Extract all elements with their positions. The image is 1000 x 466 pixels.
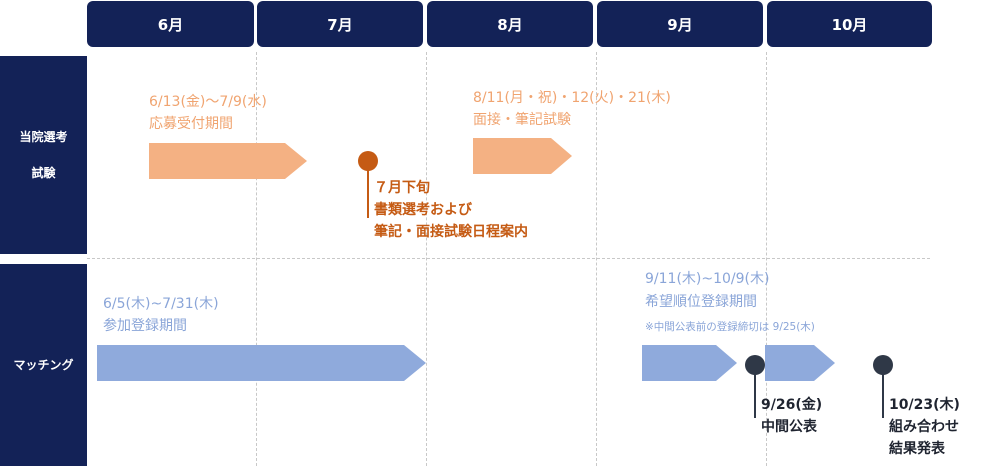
ranking-label: 希望順位登録期間	[645, 294, 757, 310]
notice-line-2: 書類選考および	[374, 202, 472, 218]
interim-pin-icon	[745, 355, 765, 375]
result-pin-icon	[873, 355, 893, 375]
notice-pin-icon	[358, 151, 378, 171]
notice-pin-stem	[367, 170, 369, 218]
result-label-2: 結果発表	[889, 441, 945, 457]
grid-line-october	[766, 52, 767, 466]
exam-period-arrow	[473, 138, 572, 174]
interim-label: 中間公表	[761, 419, 817, 435]
row-label-exam: 当院選考 試験	[0, 56, 87, 254]
grid-line-august	[426, 52, 427, 466]
application-period-label: 応募受付期間	[149, 116, 233, 132]
row-label-exam-line2: 試験	[31, 166, 56, 180]
ranking-note: ※中間公表前の登録締切は 9/25(木)	[645, 321, 815, 333]
exam-dates: 8/11(月・祝)・12(火)・21(木)	[473, 90, 671, 106]
interim-pin-stem	[754, 374, 756, 418]
grid-line-september	[596, 52, 597, 466]
ranking-period-arrow-1	[642, 345, 737, 381]
application-period-arrow	[149, 143, 307, 179]
notice-line-3: 筆記・面接試験日程案内	[374, 224, 528, 240]
month-header-july: 7月	[257, 1, 423, 47]
result-label-1: 組み合わせ	[889, 419, 959, 435]
row-label-exam-line1: 当院選考	[19, 130, 68, 144]
notice-line-1: ７月下旬	[374, 180, 430, 196]
participation-label: 参加登録期間	[103, 318, 187, 334]
ranking-period-arrow-2	[765, 345, 835, 381]
month-header-august: 8月	[427, 1, 593, 47]
month-header-june: 6月	[87, 1, 254, 47]
application-period-dates: 6/13(金)～7/9(水)	[149, 94, 267, 110]
ranking-dates: 9/11(木)~10/9(木)	[645, 271, 770, 287]
exam-label: 面接・筆記試験	[473, 112, 571, 128]
result-pin-stem	[882, 374, 884, 418]
participation-period-arrow	[97, 345, 426, 381]
row-divider	[87, 258, 930, 259]
row-label-matching: マッチング	[0, 264, 87, 466]
month-header-september: 9月	[597, 1, 763, 47]
month-header-october: 10月	[767, 1, 932, 47]
result-date: 10/23(木)	[889, 397, 960, 413]
interim-date: 9/26(金)	[761, 397, 823, 413]
grid-line-july	[256, 52, 257, 466]
participation-dates: 6/5(木)~7/31(木)	[103, 296, 219, 312]
row-label-matching-text: マッチング	[13, 358, 74, 372]
